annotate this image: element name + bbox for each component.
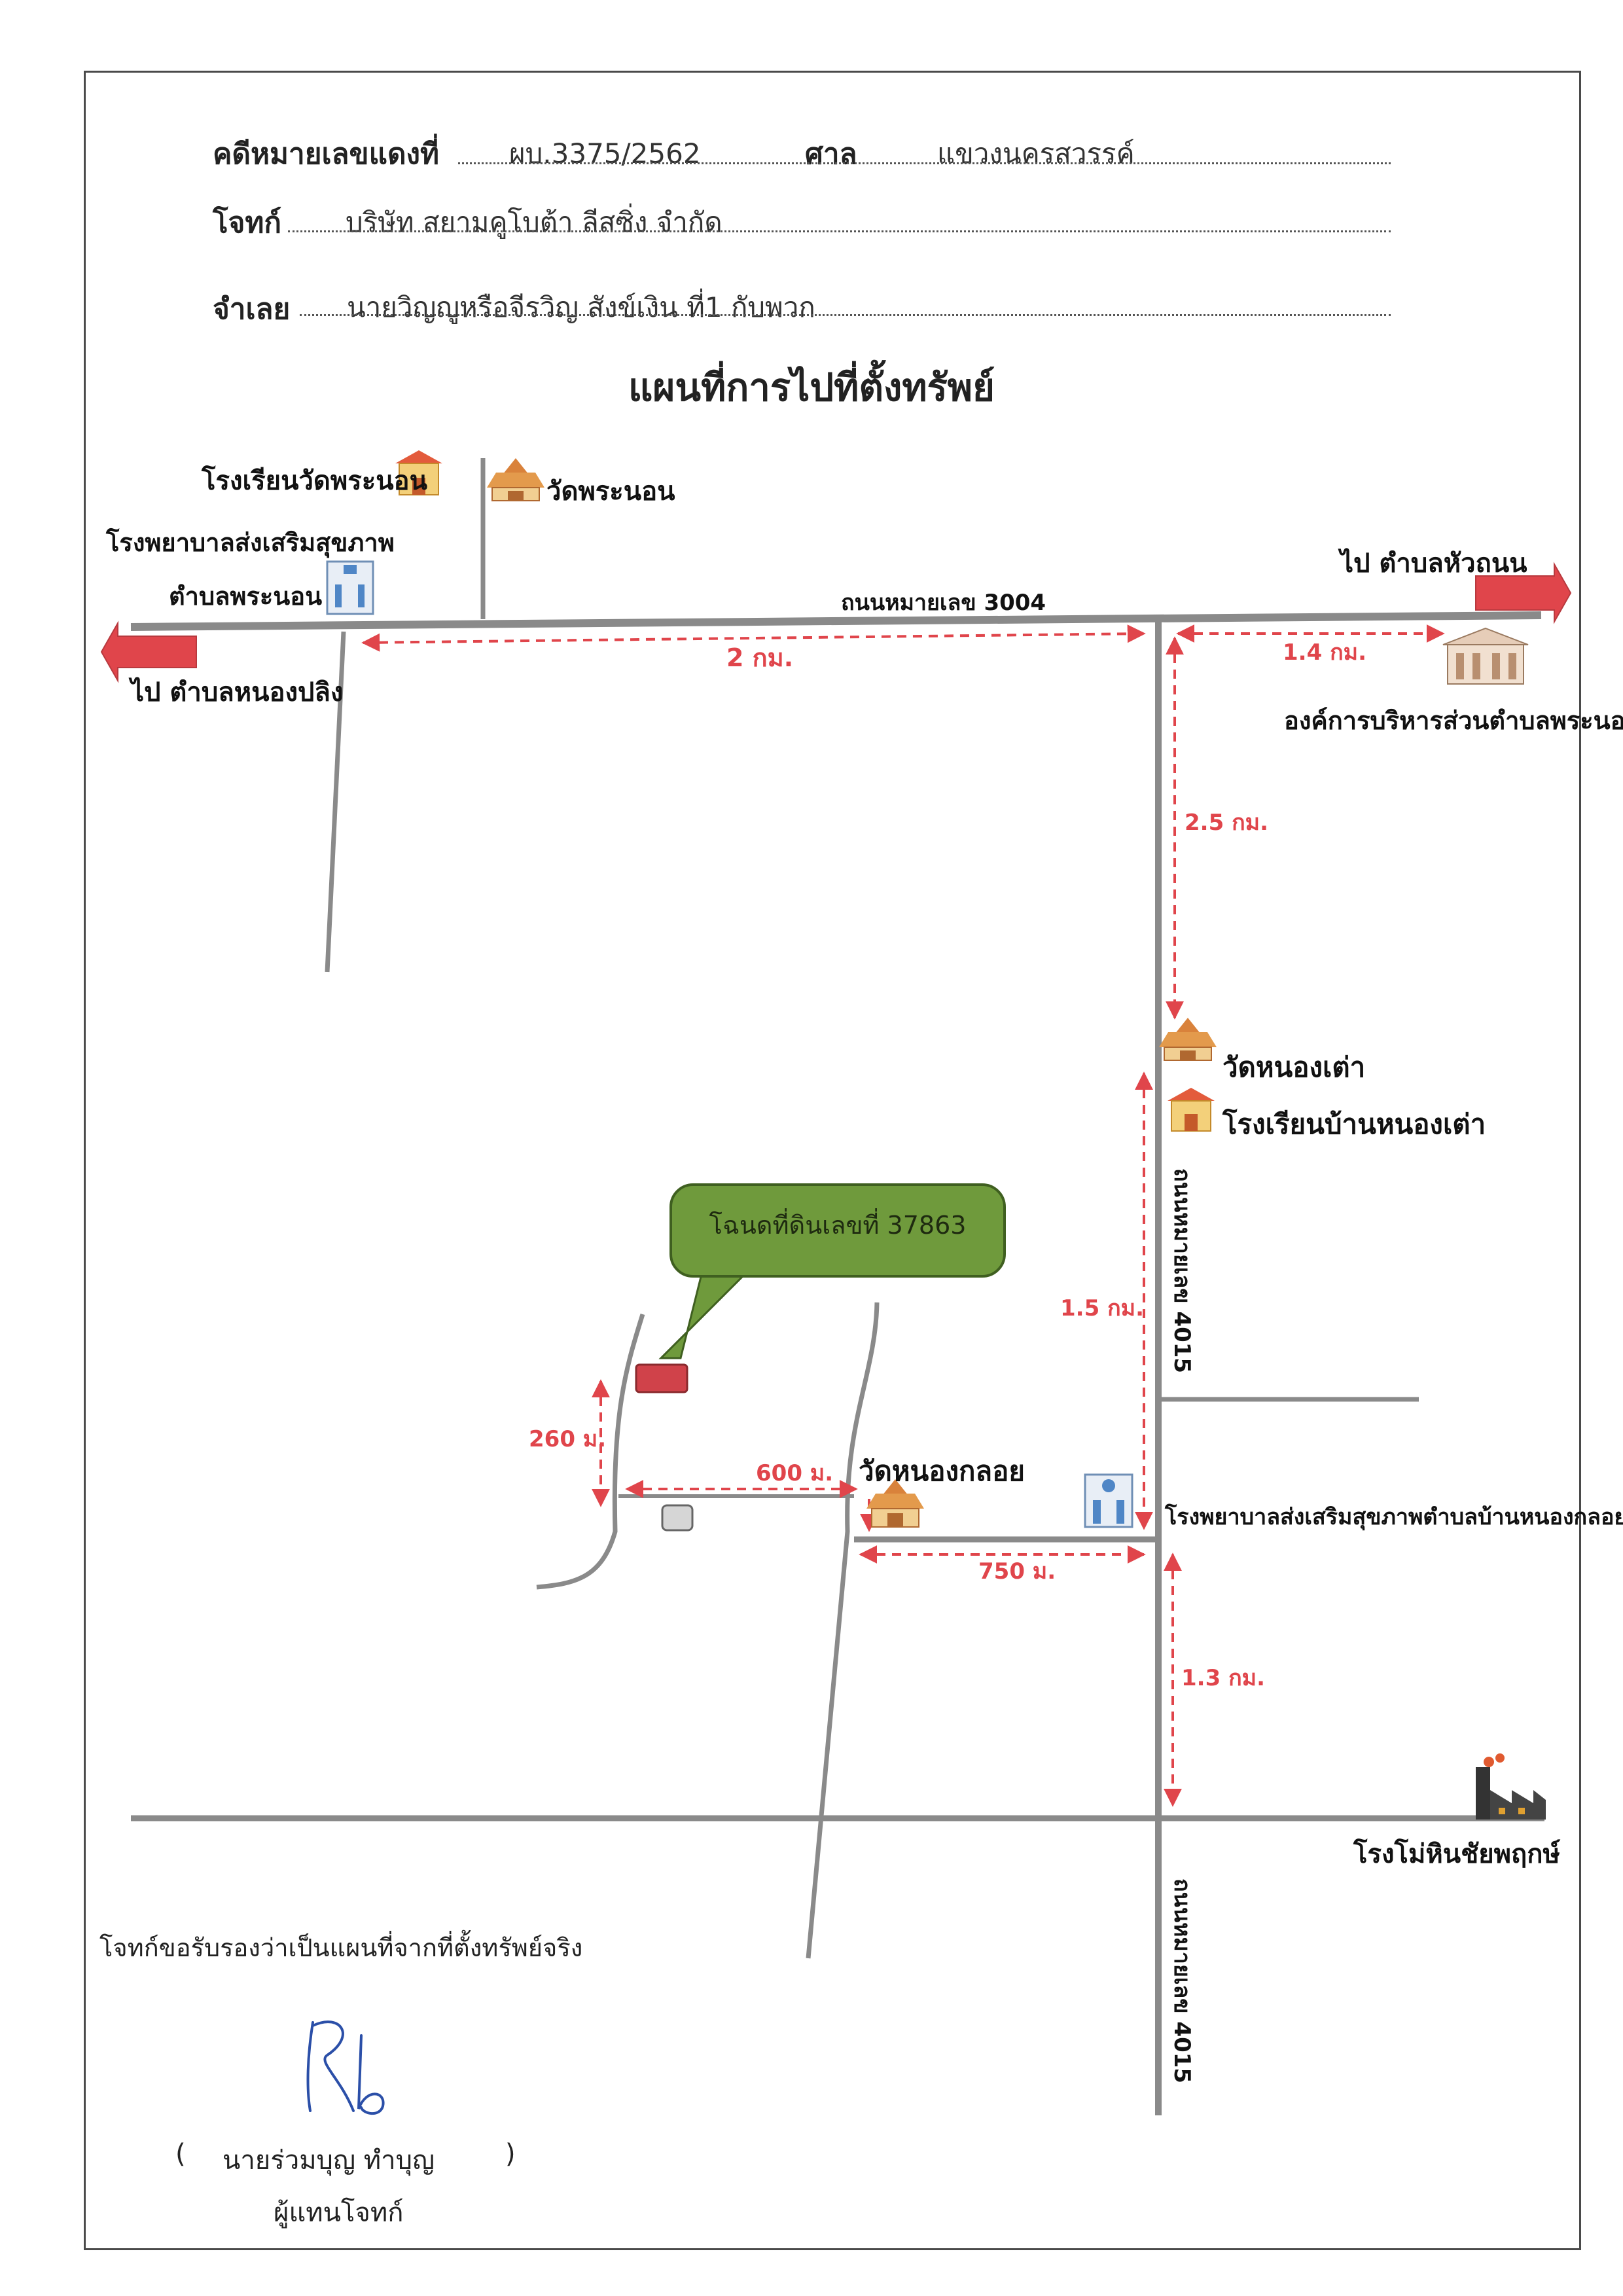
hospital-phranon-label-line2: ตำบลพระนอน [169,582,323,611]
hospital-nong-kloi-icon [1084,1473,1133,1528]
distance-2-5km-label: 2.5 กม. [1185,810,1268,836]
distance-1-4km-label: 1.4 กม. [1283,639,1366,666]
distance-2km-arrow [361,624,1146,652]
road-left-branch [325,631,346,973]
defendant-dotted-line [300,314,1391,316]
map-title: แผนที่การไปที่ตั้งทรัพย์ [628,365,995,410]
signature-scribble [306,2020,385,2115]
stone-mill-label: โรงโม่หินชัยพฤกษ์ [1353,1839,1560,1869]
house-marker [661,1504,694,1532]
temple-nong-tao-label: วัดหนองเต่า [1222,1051,1366,1083]
school-phranon-label: โรงเรียนวัดพระนอน [202,466,427,496]
signature-open-paren: ( [175,2139,186,2169]
defendant-label: จำเลย [213,293,291,326]
road-3004-line [130,611,1542,631]
land-deed-callout: โฉนดที่ดินเลขที่ 37863 [658,1183,1006,1359]
distance-2km-label: 2 กม. [726,643,793,672]
plaintiff-label: โจทก์ [213,206,282,240]
signature-name: นายร่วมบุญ ทำบุญ [223,2145,435,2176]
land-deed-label: โฉนดที่ดินเลขที่ 37863 [709,1208,967,1240]
road-curved-line [806,1302,880,1959]
school-nong-tao-icon [1168,1088,1215,1132]
to-hua-thanon-label: ไป ตำบลหัวถนน [1340,548,1527,579]
certify-note: โจทก์ขอรับรองว่าเป็นแผนที่จากที่ตั้งทรัพ… [99,1933,583,1962]
document-border [84,71,1581,2250]
temple-nong-tao-icon [1159,1018,1217,1061]
plaintiff-name: บริษัท สยามคูโบต้า ลีสซิ่ง จำกัด [346,206,722,238]
distance-1-3km-label: 1.3 กม. [1181,1665,1265,1691]
plaintiff-dotted-line [288,230,1391,232]
distance-1-5km-label: 1.5 กม. [1060,1295,1144,1321]
sao-phranon-label: องค์การบริหารส่วนตำบลพระนอน [1284,706,1623,735]
signature-role: ผู้แทนโจทก์ [274,2198,404,2228]
road-3004-label: ถนนหมายเลข 3004 [841,590,1046,616]
hospital-nong-kloi-label: โรงพยาบาลส่งเสริมสุขภาพตำบลบ้านหนองกลอย [1165,1504,1623,1530]
factory-icon [1476,1753,1546,1820]
sao-building-icon [1442,627,1529,685]
school-phranon-icon [395,450,442,495]
temple-nong-kloi-icon [866,1479,924,1528]
road-4015-upper-label: ถนนหมายเลข 4015 [1169,1168,1195,1373]
temple-phranon-icon [487,458,544,501]
signature-close-paren: ) [505,2139,516,2169]
distance-750m-label: 750 ม. [978,1558,1056,1585]
case-number-label: คดีหมายเลขแดงที่ [213,137,440,171]
temple-nong-kloi-label: วัดหนองกลอย [859,1455,1025,1487]
defendant-name: นายวิญญูหรือจีรวิญ สังข์เงิน ที่1 กับพวก [347,291,815,323]
road-land-access [536,1313,645,1590]
road-4015-lower-label: ถนนหมายเลข 4015 [1169,1878,1195,2083]
arrow-to-nong-pling [100,620,197,683]
arrow-to-hua-thanon [1475,562,1572,624]
land-plot-marker [635,1363,688,1393]
hospital-phranon-icon [326,560,374,615]
hospital-phranon-label-line1: โรงพยาบาลส่งเสริมสุขภาพ [106,528,395,557]
school-nong-tao-label: โรงเรียนบ้านหนองเต่า [1222,1108,1486,1140]
case-dotted-line [458,162,1391,164]
to-nong-pling-label: ไป ตำบลหนองปลิง [131,677,344,708]
distance-600m-label: 600 ม. [756,1460,833,1486]
temple-phranon-label: วัดพระนอน [546,476,675,507]
court-label: ศาล [805,137,857,171]
distance-260m-label: 260 ม. [529,1426,606,1452]
